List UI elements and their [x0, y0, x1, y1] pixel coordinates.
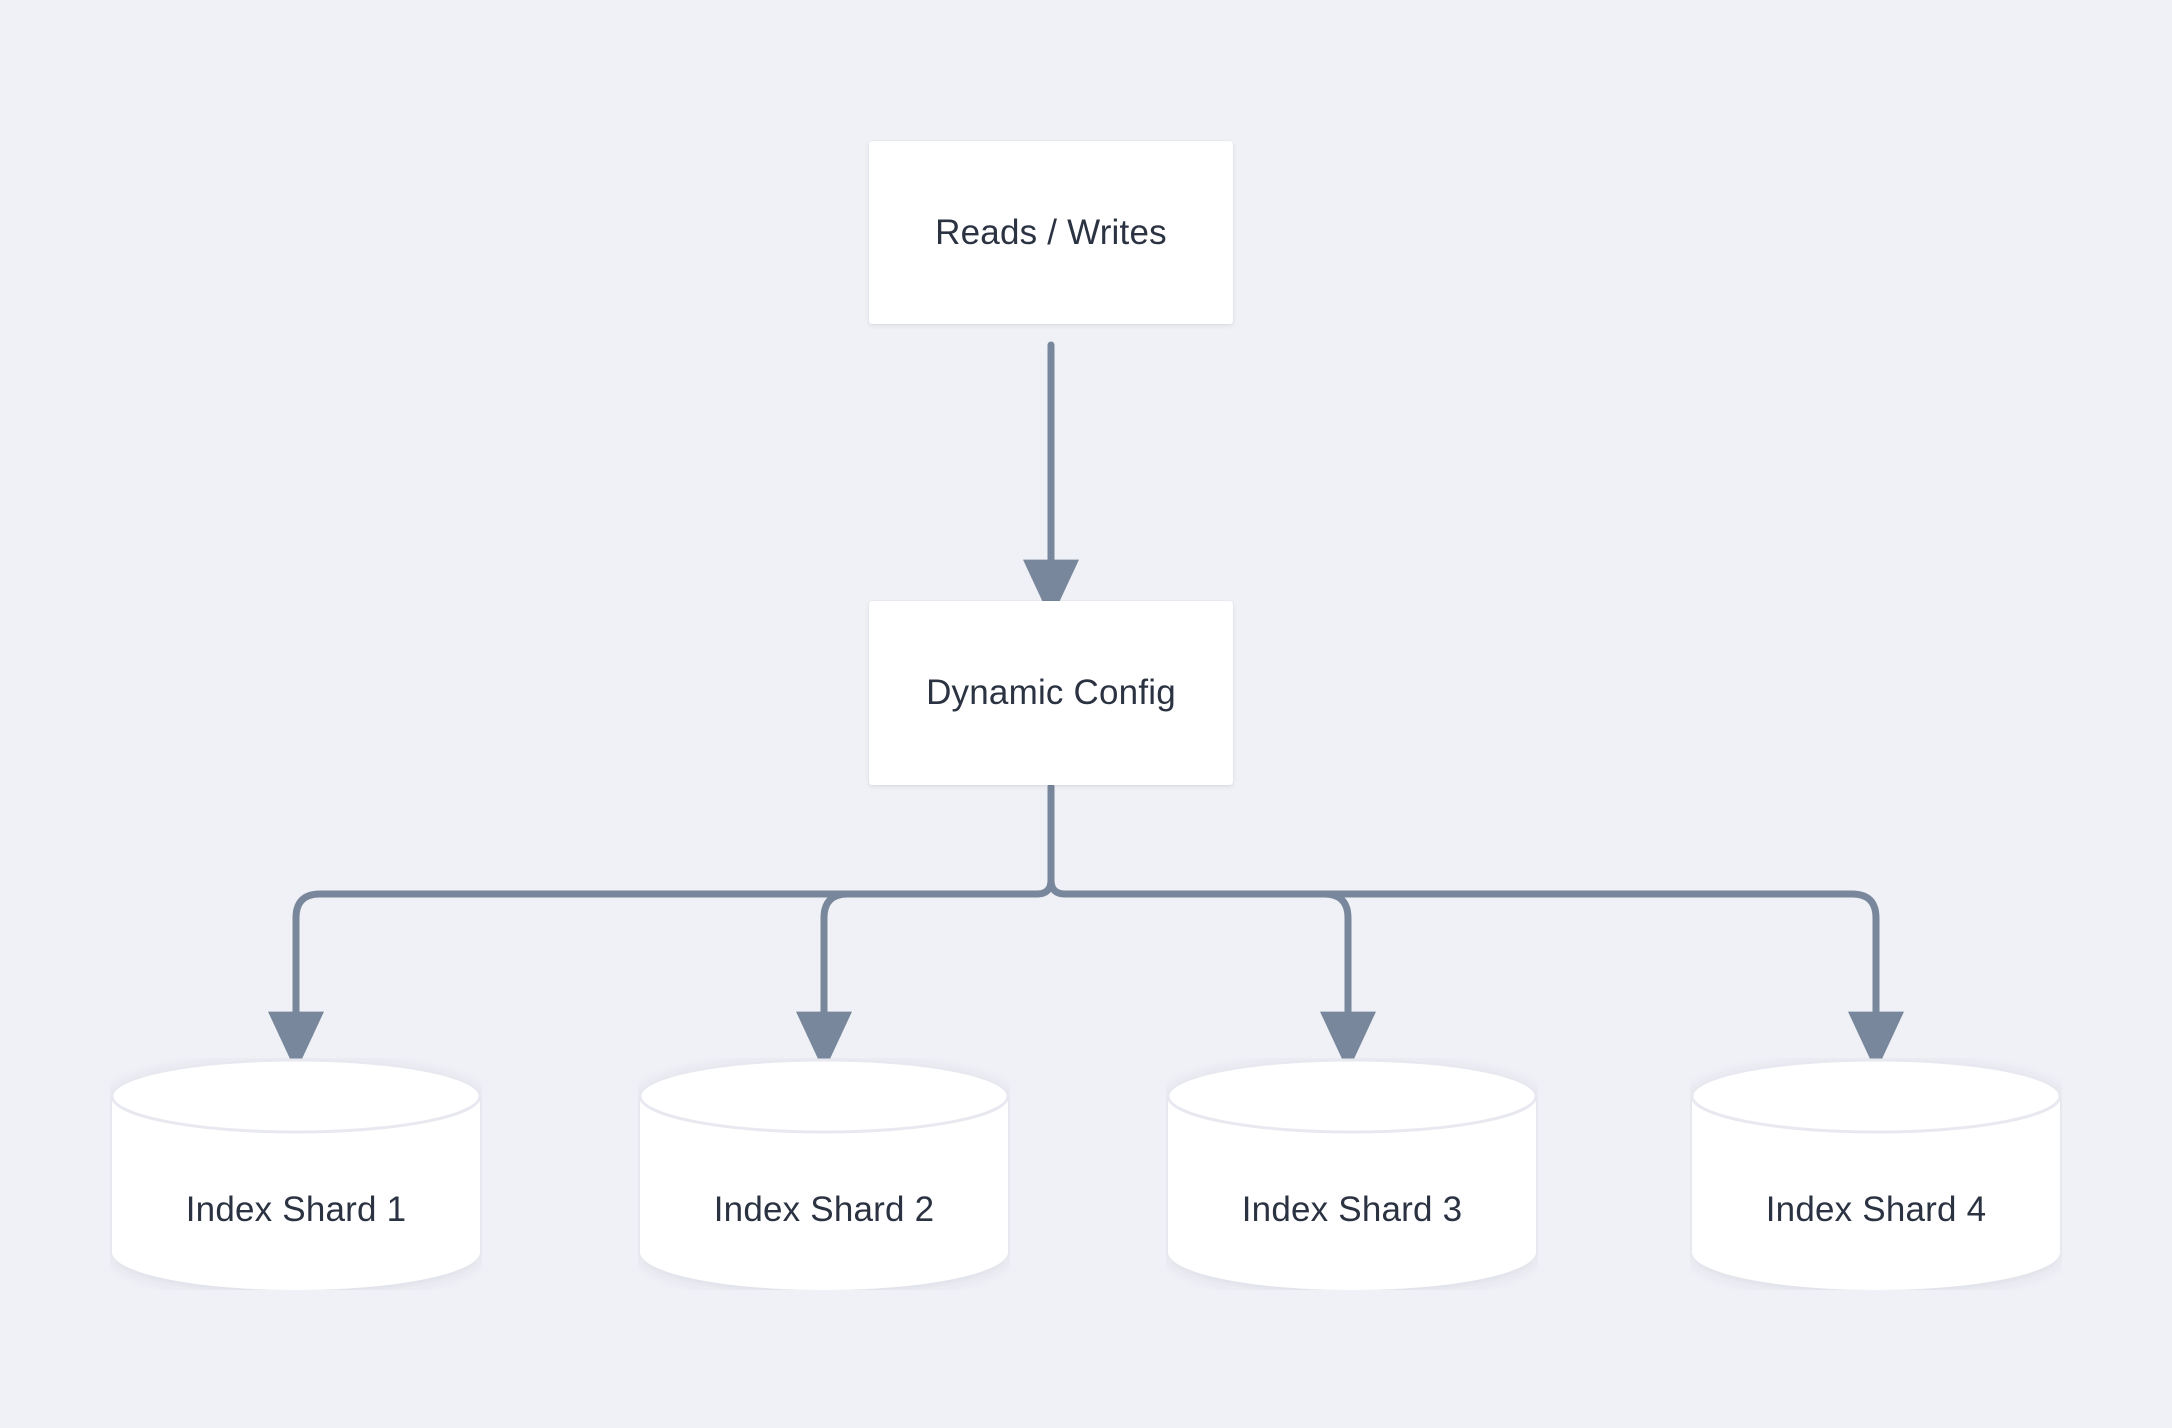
- edge-config-to-shard-3: [1065, 890, 1376, 1072]
- node-dynamic-config-label: Dynamic Config: [926, 673, 1176, 712]
- node-index-shard-3-label: Index Shard 3: [1241, 1190, 1463, 1229]
- node-index-shard-1-label: Index Shard 1: [185, 1190, 407, 1229]
- node-dynamic-config[interactable]: Dynamic Config: [869, 601, 1233, 785]
- node-index-shard-2[interactable]: Index Shard 2: [638, 1058, 1010, 1290]
- edge-config-bus-stem: [1033, 783, 1069, 898]
- edge-config-to-shard-2: [796, 890, 1037, 1072]
- cylinder-shape: [110, 1058, 482, 1290]
- node-index-shard-3[interactable]: Index Shard 3: [1166, 1058, 1538, 1290]
- edge-config-to-shard-1: [268, 890, 1037, 1072]
- cylinder-shape: [1690, 1058, 2062, 1290]
- cylinder-shape: [1166, 1058, 1538, 1290]
- node-index-shard-4-label: Index Shard 4: [1765, 1190, 1987, 1229]
- node-index-shard-2-label: Index Shard 2: [713, 1190, 935, 1229]
- node-reads-writes[interactable]: Reads / Writes: [869, 141, 1233, 324]
- node-index-shard-4[interactable]: Index Shard 4: [1690, 1058, 2062, 1290]
- node-reads-writes-label: Reads / Writes: [935, 212, 1167, 252]
- cylinder-shape: [638, 1058, 1010, 1290]
- edge-config-to-shard-4: [1065, 890, 1904, 1072]
- node-index-shard-1[interactable]: Index Shard 1: [110, 1058, 482, 1290]
